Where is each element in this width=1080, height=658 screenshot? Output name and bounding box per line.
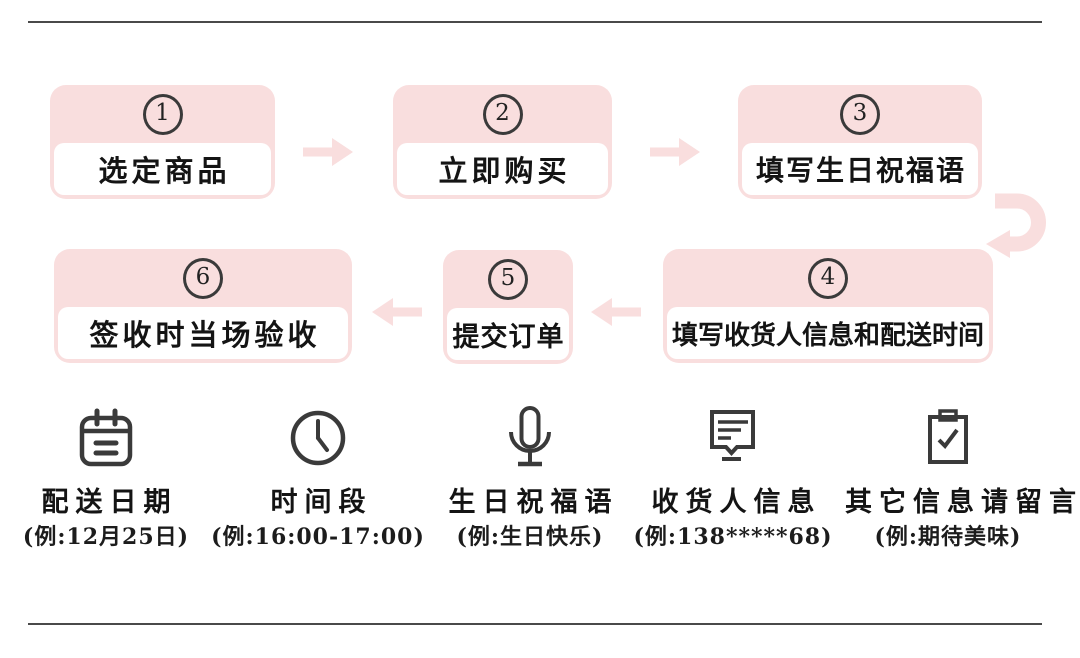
step-number-row: 5 — [443, 250, 573, 308]
message-icon — [623, 400, 843, 476]
legend-item-recipient-info: 收货人信息 (例:138*****68) — [623, 400, 843, 549]
legend-example: (例:12月25日) — [22, 523, 190, 550]
calendar-icon — [0, 400, 216, 476]
arrow-left-icon — [372, 298, 422, 326]
step-label: 立即购买 — [397, 143, 608, 195]
microphone-icon — [420, 400, 640, 476]
step-label: 选定商品 — [54, 143, 271, 195]
loop-arrow-icon — [986, 193, 1046, 258]
step-number-badge: 6 — [183, 257, 223, 299]
step-box-3: 3 填写生日祝福语 — [738, 85, 982, 199]
legend-label: 时间段 — [270, 487, 373, 518]
legend-example: (例:生日快乐) — [456, 523, 604, 550]
legend-label: 收货人信息 — [651, 487, 822, 518]
step-label: 提交订单 — [447, 308, 569, 360]
arrow-right-icon — [650, 138, 700, 166]
arrow-left-icon — [591, 298, 641, 326]
step-number-row: 6 — [54, 249, 352, 307]
legend-label: 配送日期 — [41, 487, 178, 518]
step-label: 填写生日祝福语 — [742, 143, 978, 195]
step-number-row: 1 — [50, 85, 275, 143]
legend-example: (例:138*****68) — [633, 523, 833, 550]
step-box-6: 6 签收时当场验收 — [54, 249, 352, 363]
step-box-1: 1 选定商品 — [50, 85, 275, 199]
arrow-right-icon — [303, 138, 353, 166]
step-box-5: 5 提交订单 — [443, 250, 573, 364]
legend-item-birthday-wish: 生日祝福语 (例:生日快乐) — [420, 400, 640, 549]
step-box-4: 4 填写收货人信息和配送时间 — [663, 249, 993, 363]
legend-label: 其它信息请留言 — [845, 487, 1080, 518]
clipboard-check-icon — [838, 400, 1058, 476]
step-number-badge: 1 — [142, 93, 183, 135]
step-number-row: 3 — [738, 85, 982, 143]
legend-item-time-slot: 时间段 (例:16:00-17:00) — [208, 400, 428, 549]
step-box-2: 2 立即购买 — [393, 85, 612, 199]
step-number-badge: 5 — [488, 258, 528, 300]
step-number-row: 2 — [393, 85, 612, 143]
step-number-badge: 3 — [840, 93, 880, 135]
legend-example: (例:16:00-17:00) — [211, 523, 425, 550]
clock-icon — [208, 400, 428, 476]
step-number-badge: 4 — [808, 257, 848, 299]
step-number-badge: 2 — [482, 93, 523, 135]
legend-item-extra-message: 其它信息请留言 (例:期待美味) — [838, 400, 1080, 550]
bottom-divider — [28, 623, 1042, 625]
step-number-row: 4 — [663, 249, 993, 307]
top-divider — [28, 21, 1042, 23]
legend-item-delivery-date: 配送日期 (例:12月25日) — [0, 400, 216, 549]
step-label: 签收时当场验收 — [58, 307, 348, 359]
legend-example: (例:期待美味) — [874, 523, 1022, 550]
legend-label: 生日祝福语 — [448, 487, 619, 518]
step-label: 填写收货人信息和配送时间 — [667, 307, 989, 359]
